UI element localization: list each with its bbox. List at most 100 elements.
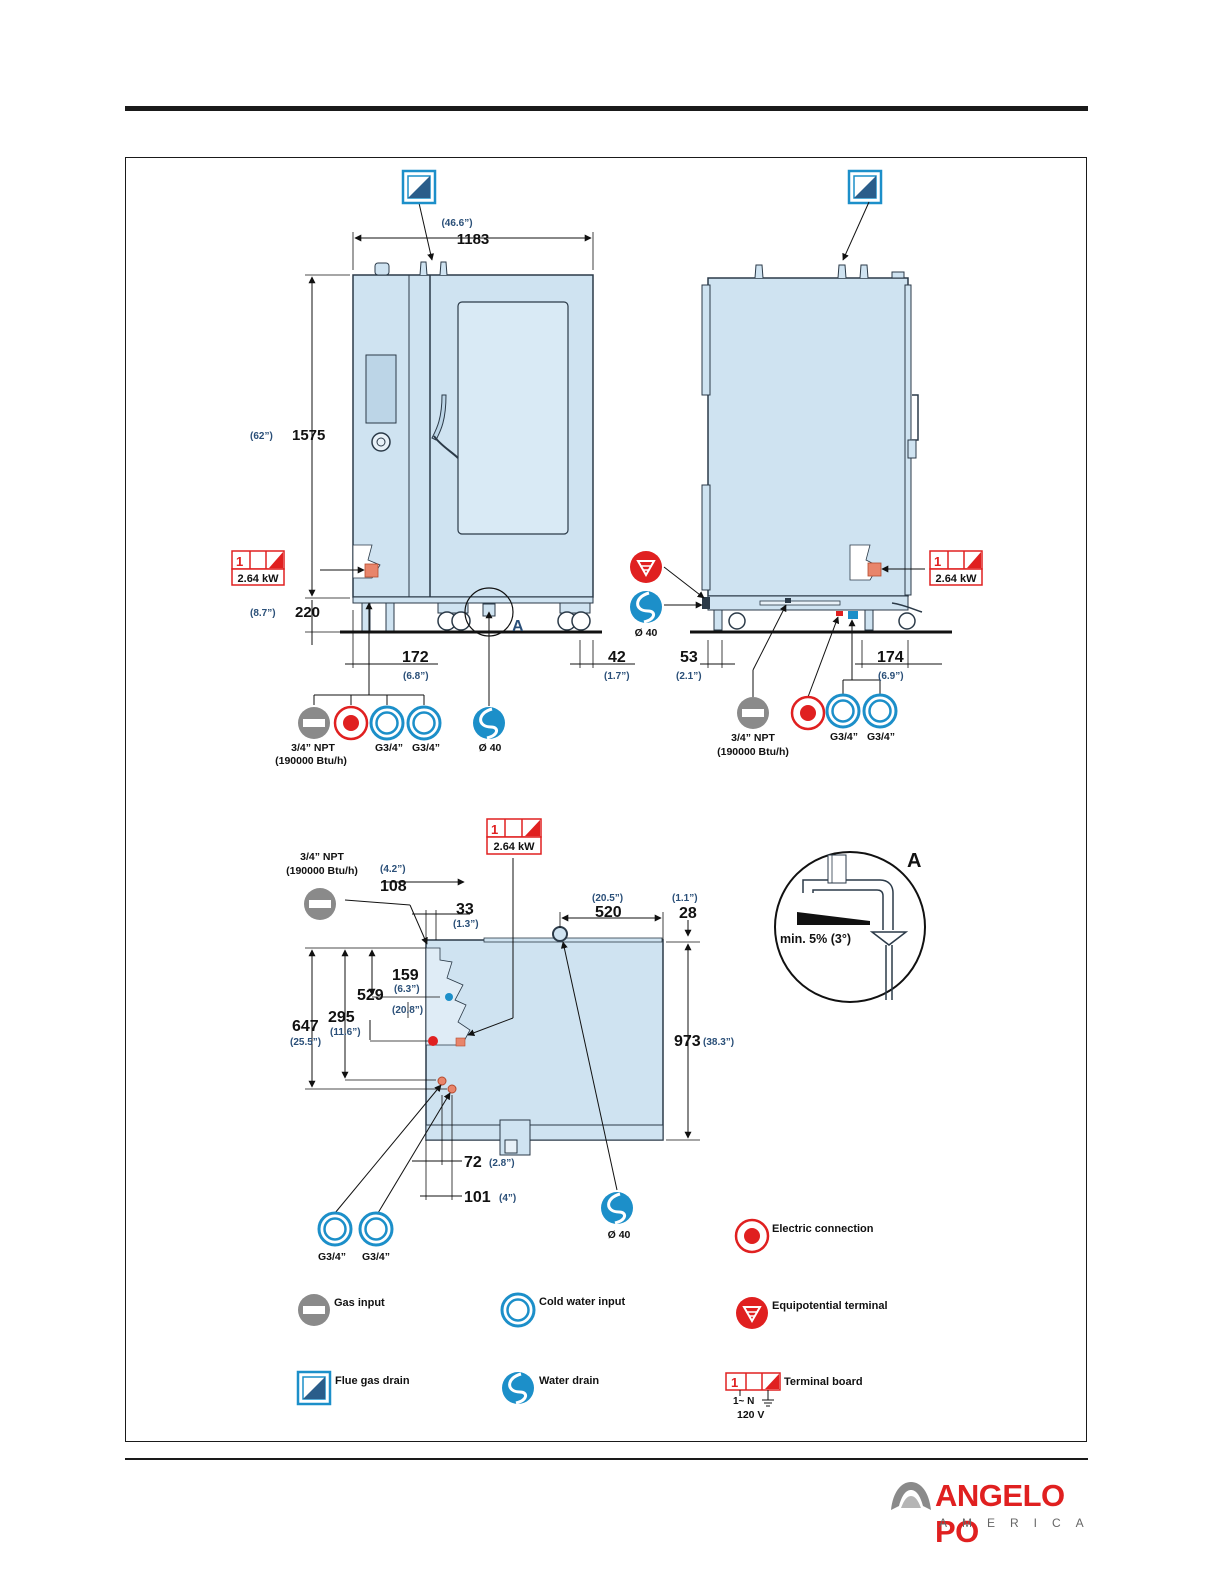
top-d33: 33: [456, 901, 474, 918]
front-foot-inch: (8.7”): [250, 608, 276, 619]
svg-text:1: 1: [731, 1375, 738, 1390]
cold-water-input-icon: [862, 693, 898, 729]
equipotential-terminal-icon: [735, 1296, 769, 1330]
top-d101-inch: (4”): [499, 1193, 516, 1204]
front-height-mm: 1575: [292, 427, 325, 444]
front-detail-label: A: [512, 618, 524, 635]
water-drain-icon: [628, 589, 664, 625]
electric-connection-icon: [790, 695, 826, 731]
top-d28: 28: [679, 905, 697, 922]
top-d101: 101: [464, 1189, 491, 1206]
front-view: [305, 202, 635, 706]
electric-connection-icon: [333, 705, 369, 741]
top-d973-inch: (38.3”): [703, 1037, 734, 1048]
flue-gas-drain-icon: [296, 1370, 332, 1406]
front-left-offset-inch: (6.8”): [403, 671, 429, 682]
legend-cold-water: Cold water input: [539, 1296, 626, 1308]
top-view: [305, 858, 700, 1214]
equipotential-terminal-icon: [629, 550, 663, 584]
svg-text:1: 1: [491, 822, 498, 837]
detail-a-slope: min. 5% (3°): [780, 932, 851, 946]
front-water-1: G3/4”: [375, 742, 403, 754]
side-terminal-board: 1 2.64 kW: [929, 550, 983, 586]
logo-name: ANGELO PO: [935, 1478, 1065, 1549]
water-drain-icon: [471, 705, 507, 741]
top-water-2: G3/4”: [362, 1251, 390, 1263]
gas-input-icon: [298, 707, 330, 739]
top-d72-inch: (2.8”): [489, 1158, 515, 1169]
front-water-2: G3/4”: [412, 742, 440, 754]
top-d973: 973: [674, 1033, 701, 1050]
water-drain-icon: [500, 1370, 536, 1406]
top-d33-inch: (1.3”): [453, 919, 479, 930]
cold-water-input-icon: [358, 1211, 394, 1247]
top-gas-label: 3/4” NPT: [300, 851, 344, 863]
side-right-offset-inch: (6.9”): [878, 671, 904, 682]
electric-connection-icon: [734, 1218, 770, 1254]
cold-water-input-icon: [369, 705, 405, 741]
front-terminal-board: 1 2.64 kW: [231, 550, 285, 586]
flue-gas-drain-icon: [847, 169, 883, 205]
side-left-offset-mm: 53: [680, 649, 698, 666]
top-gas-btu: (190000 Btu/h): [286, 865, 358, 877]
water-drain-icon: [599, 1190, 635, 1226]
top-d108: 108: [380, 878, 407, 895]
gas-input-icon: [298, 1294, 330, 1326]
legend-flue: Flue gas drain: [335, 1375, 410, 1387]
svg-text:2.64 kW: 2.64 kW: [238, 573, 280, 585]
side-gas-btu: (190000 Btu/h): [717, 746, 789, 758]
top-d520-inch: (20.5”): [592, 893, 623, 904]
header-rule: [125, 106, 1088, 111]
legend-electric: Electric connection: [772, 1223, 874, 1235]
side-water-1: G3/4”: [830, 731, 858, 743]
top-drain-label: Ø 40: [608, 1229, 631, 1241]
svg-text:2.64 kW: 2.64 kW: [494, 841, 536, 853]
top-d108-inch: (4.2”): [380, 864, 406, 875]
angelo-po-logo: ANGELO PO AMERICA: [887, 1478, 1092, 1549]
top-d520: 520: [595, 904, 622, 921]
top-terminal-board: 1 2.64 kW: [486, 818, 542, 855]
top-d647-inch: (25.5”): [290, 1037, 321, 1048]
legend-gas: Gas input: [334, 1297, 385, 1309]
cold-water-input-icon: [500, 1292, 536, 1328]
gas-input-icon: [304, 888, 336, 920]
detail-a: [774, 851, 926, 1003]
front-width-inch: (46.6”): [441, 218, 472, 229]
top-d647: 647: [292, 1018, 319, 1035]
svg-text:1: 1: [236, 554, 243, 569]
legend-terminal: Terminal board: [784, 1376, 863, 1388]
front-right-offset-inch: (1.7”): [604, 671, 630, 682]
top-d295: 295: [328, 1009, 355, 1026]
logo-mark-icon: [891, 1482, 931, 1510]
side-right-offset-mm: 174: [877, 649, 904, 666]
front-right-offset-mm: 42: [608, 649, 626, 666]
footer-rule: [125, 1458, 1088, 1460]
side-gas-label: 3/4” NPT: [731, 732, 775, 744]
detail-a-label: A: [907, 850, 921, 872]
top-d159-inch: (6.3”): [394, 984, 420, 995]
svg-text:1: 1: [934, 554, 941, 569]
top-d28-inch: (1.1”): [672, 893, 698, 904]
side-left-offset-inch: (2.1”): [676, 671, 702, 682]
front-foot-mm: 220: [295, 604, 320, 621]
legend: Electric connection Gas input Cold water…: [296, 1218, 888, 1421]
top-d159: 159: [392, 967, 419, 984]
logo-sub: AMERICA: [939, 1516, 1099, 1530]
side-drain-label: Ø 40: [635, 627, 658, 639]
front-left-offset-mm: 172: [402, 649, 429, 666]
legend-terminal-voltage: 120 V: [737, 1409, 764, 1421]
front-gas-btu: (190000 Btu/h): [275, 755, 347, 767]
legend-equipotential: Equipotential terminal: [772, 1300, 888, 1312]
flue-gas-drain-icon: [401, 169, 437, 205]
cold-water-input-icon: [317, 1211, 353, 1247]
svg-text:2.64 kW: 2.64 kW: [936, 573, 978, 585]
top-water-1: G3/4”: [318, 1251, 346, 1263]
front-height-inch: (62”): [250, 431, 273, 442]
legend-terminal-board-icon: 1: [725, 1372, 781, 1391]
gas-input-icon: [737, 697, 769, 729]
drawing-frame: [125, 157, 1087, 1442]
top-d295-inch: (11.6”): [330, 1027, 361, 1038]
legend-water-drain: Water drain: [539, 1375, 599, 1387]
front-drain-label: Ø 40: [479, 742, 502, 754]
top-d72: 72: [464, 1154, 482, 1171]
